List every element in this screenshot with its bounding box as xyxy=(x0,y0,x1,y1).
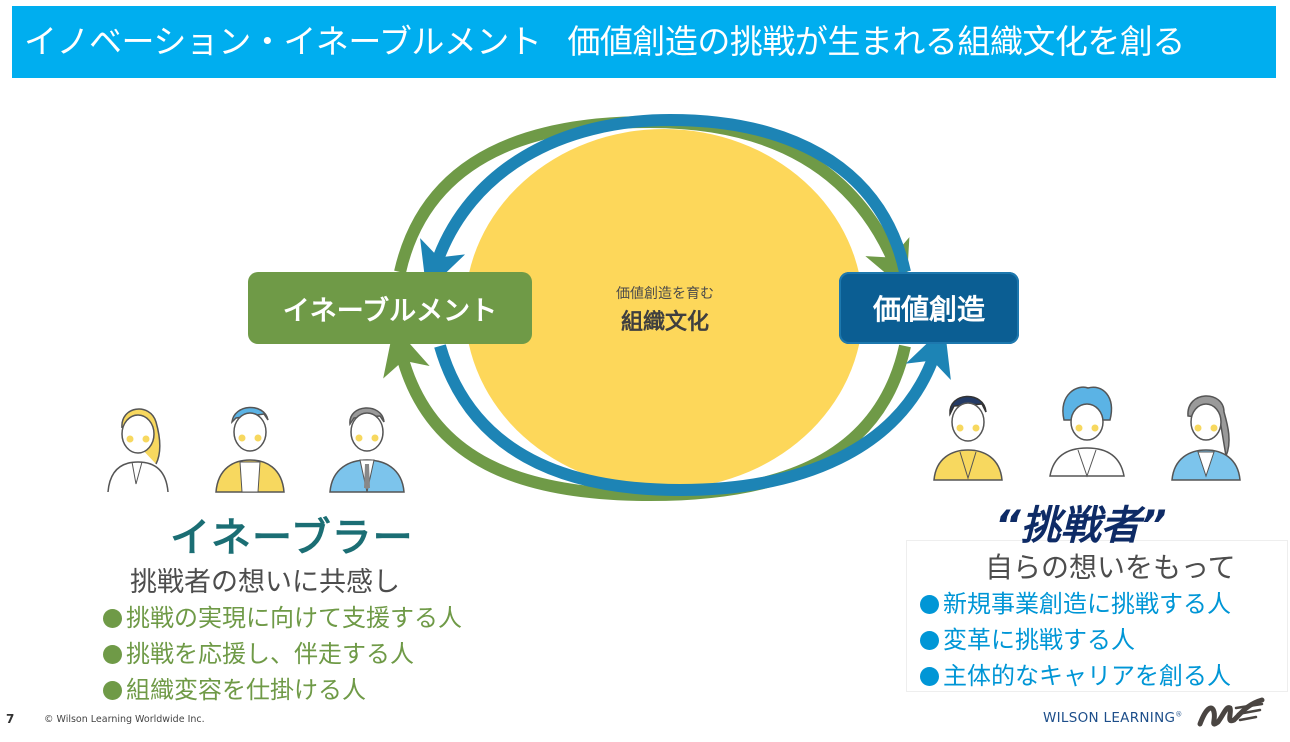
enabler-people xyxy=(107,406,405,493)
enabler-bullet-list: 挑戦の実現に向けて支援する人 挑戦を応援し、伴走する人 組織変容を仕掛ける人 xyxy=(103,600,462,708)
bullet-text: 主体的なキャリアを創る人 xyxy=(943,662,1231,690)
bullet-icon xyxy=(103,645,122,664)
challenger-panel xyxy=(906,540,1288,692)
challenger-bullet-list: 新規事業創造に挑戦する人 変革に挑戦する人 主体的なキャリアを創る人 xyxy=(920,586,1231,694)
page-number: 7 xyxy=(6,712,15,726)
bullet-text: 挑戦の実現に向けて支援する人 xyxy=(126,604,462,632)
bullet-text: 新規事業創造に挑戦する人 xyxy=(943,590,1231,618)
registered-mark: ® xyxy=(1175,710,1183,719)
page-title: イノベーション・イネーブルメント価値創造の挑戦が生まれる組織文化を創る xyxy=(24,20,1185,64)
circle-subtitle: 価値創造を育む xyxy=(616,286,714,302)
enabler-subheading: 挑戦者の想いに共感し xyxy=(130,567,400,598)
arrow-blue-bottom xyxy=(434,326,951,497)
copyright-text: © Wilson Learning Worldwide Inc. xyxy=(44,714,205,725)
man-yellow-sweater-icon xyxy=(933,395,1003,481)
title-part-1: イノベーション・イネーブルメント xyxy=(24,22,542,61)
company-logo-text: WILSON LEARNING® xyxy=(1043,710,1183,726)
arrow-blue-top xyxy=(420,113,911,292)
title-bar: イノベーション・イネーブルメント価値創造の挑戦が生まれる組織文化を創る xyxy=(12,6,1276,78)
man-suit-tie-icon xyxy=(329,407,405,493)
bullet-icon xyxy=(103,681,122,700)
value-creation-box: 価値創造 xyxy=(839,272,1019,344)
bullet-text: 組織変容を仕掛ける人 xyxy=(126,676,366,704)
culture-circle xyxy=(465,129,863,489)
challenger-heading: “挑戦者” xyxy=(995,503,1167,549)
man-arms-crossed-icon xyxy=(215,406,285,493)
challenger-people xyxy=(933,386,1241,481)
bullet-icon xyxy=(920,595,939,614)
challenger-subheading: 自らの想いをもって xyxy=(985,551,1236,584)
bullet-icon xyxy=(920,667,939,686)
woman-lanyard-icon xyxy=(107,408,169,493)
enablement-box: イネーブルメント xyxy=(248,272,532,344)
bullet-icon xyxy=(920,631,939,650)
bullet-text: 変革に挑戦する人 xyxy=(943,626,1135,654)
curly-hair-person-icon xyxy=(1049,386,1125,478)
list-item: 組織変容を仕掛ける人 xyxy=(103,672,462,708)
wilson-learning-logo-icon xyxy=(1197,697,1265,727)
list-item: 新規事業創造に挑戦する人 xyxy=(920,586,1231,622)
bullet-text: 挑戦を応援し、伴走する人 xyxy=(126,640,414,668)
logo-wordmark: WILSON LEARNING xyxy=(1043,710,1176,726)
list-item: 挑戦の実現に向けて支援する人 xyxy=(103,600,462,636)
list-item: 変革に挑戦する人 xyxy=(920,622,1231,658)
woman-blue-cardigan-icon xyxy=(1171,395,1241,481)
bullet-icon xyxy=(103,609,122,628)
list-item: 挑戦を応援し、伴走する人 xyxy=(103,636,462,672)
title-part-2: 価値創造の挑戦が生まれる組織文化を創る xyxy=(567,22,1185,61)
enabler-heading: イネーブラー xyxy=(170,515,414,561)
list-item: 主体的なキャリアを創る人 xyxy=(920,658,1231,694)
circle-title: 組織文化 xyxy=(620,310,709,335)
